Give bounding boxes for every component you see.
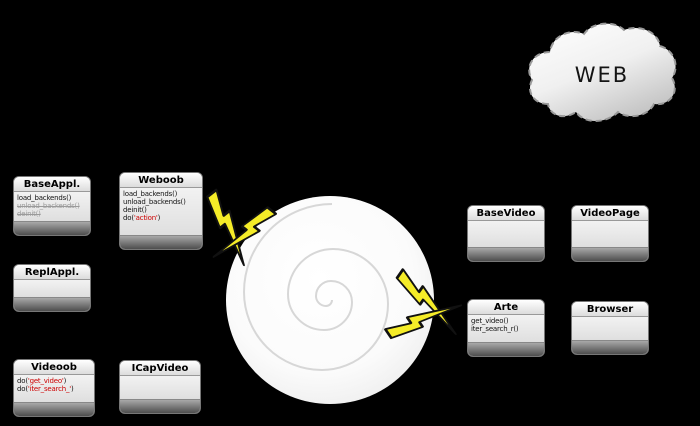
method-line: do('action') (123, 214, 161, 222)
method-line: iter_search_r() (471, 325, 519, 333)
class-title: Browser (572, 302, 648, 317)
class-box-videopage: VideoPage (571, 205, 649, 262)
web-cloud-icon (528, 22, 677, 122)
swirl-spiral-icon (242, 203, 390, 372)
class-methods: get_video()iter_search_r() (468, 315, 544, 342)
class-box-videoob: Videoob do('get_video')do('iter_search_'… (13, 359, 95, 417)
class-box-arte: Arte get_video()iter_search_r() (467, 299, 545, 357)
class-title: Videoob (14, 360, 94, 375)
method-line: get_video() (471, 317, 509, 325)
class-box-baseappl: BaseAppl. load_backends()unload_backends… (13, 176, 91, 236)
method-line: do('get_video') (17, 377, 67, 385)
class-methods (468, 221, 544, 247)
class-title: ReplAppl. (14, 265, 90, 280)
swirl-disc (226, 196, 434, 404)
method-line: unload_backends() (123, 198, 186, 206)
class-methods (14, 280, 90, 297)
class-box-basevideo: BaseVideo (467, 205, 545, 262)
class-methods (120, 376, 200, 399)
class-footer (120, 235, 202, 249)
class-title: BaseAppl. (14, 177, 90, 192)
class-footer (468, 247, 544, 261)
class-box-icapvideo: ICapVideo (119, 360, 201, 414)
class-title: Arte (468, 300, 544, 315)
class-title: ICapVideo (120, 361, 200, 376)
class-footer (14, 221, 90, 235)
class-title: BaseVideo (468, 206, 544, 221)
method-line: load_backends() (123, 190, 178, 198)
class-footer (572, 340, 648, 354)
method-line: do('iter_search_') (17, 385, 74, 393)
class-footer (14, 402, 94, 416)
class-box-replappl: ReplAppl. (13, 264, 91, 312)
class-title: Weboob (120, 173, 202, 188)
class-footer (468, 342, 544, 356)
class-box-browser: Browser (571, 301, 649, 355)
method-line: deinit() (17, 210, 41, 218)
class-footer (572, 247, 648, 261)
web-cloud-label: WEB (575, 63, 629, 87)
class-methods (572, 317, 648, 340)
class-footer (120, 399, 200, 413)
class-methods: load_backends()unload_backends()deinit()… (120, 188, 202, 235)
class-methods: do('get_video')do('iter_search_') (14, 375, 94, 402)
method-line: deinit() (123, 206, 147, 214)
class-box-weboob: Weboob load_backends()unload_backends()d… (119, 172, 203, 250)
class-footer (14, 297, 90, 311)
class-title: VideoPage (572, 206, 648, 221)
class-methods (572, 221, 648, 247)
method-line: load_backends() (17, 194, 72, 202)
class-methods: load_backends()unload_backends()deinit() (14, 192, 90, 221)
method-line: unload_backends() (17, 202, 80, 210)
